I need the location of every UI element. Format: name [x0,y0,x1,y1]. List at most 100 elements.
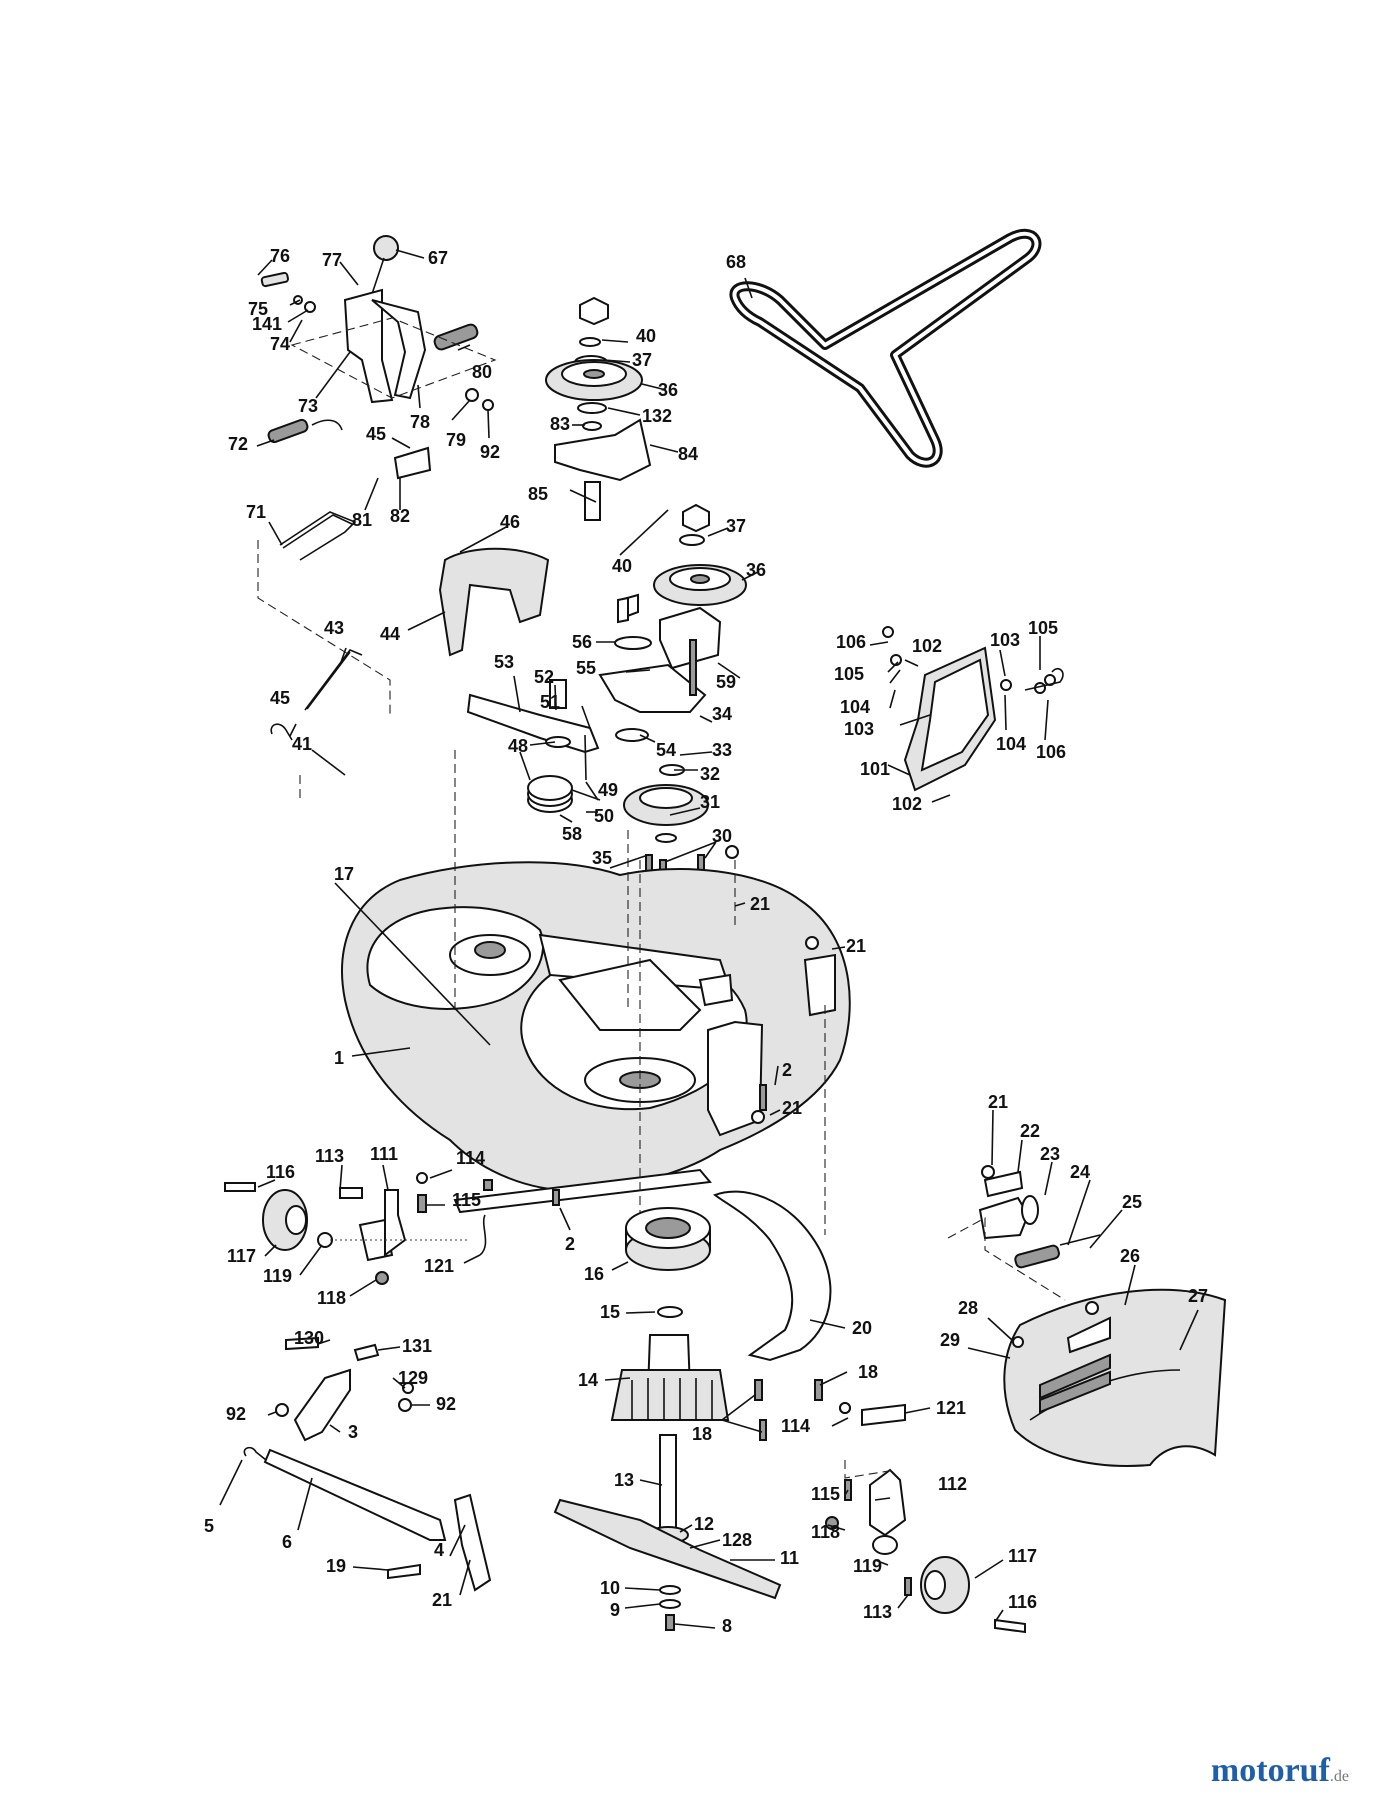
part-label: 68 [726,252,746,272]
part-label: 114 [456,1148,485,1168]
part-label: 119 [263,1266,292,1286]
part-label: 117 [1008,1546,1037,1566]
part-label: 101 [860,759,890,779]
part-label: 14 [578,1370,598,1390]
part-label: 114 [781,1416,810,1436]
parts-artwork [224,228,1227,1634]
part-label: 92 [480,442,500,462]
part-label: 54 [656,740,676,760]
part-label: 103 [990,630,1020,650]
part-label: 18 [858,1362,878,1382]
part-label: 15 [600,1302,620,1322]
part-label: 37 [632,350,652,370]
part-label: 105 [1028,618,1058,638]
part-label: 103 [844,719,874,739]
part-label: 80 [472,362,492,382]
watermark-logo: motoruf.de [1211,1752,1349,1790]
part-number-labels: 76 77 67 75 141 74 80 73 78 79 92 72 45 … [204,246,1208,1636]
part-label: 102 [892,794,922,814]
part-label: 111 [370,1144,398,1164]
part-label: 82 [390,506,410,526]
part-label: 104 [840,697,870,717]
part-label: 2 [782,1060,792,1080]
part-label: 45 [366,424,386,444]
part-label: 92 [226,1404,246,1424]
part-label: 28 [958,1298,978,1318]
part-label: 48 [508,736,528,756]
part-label: 50 [594,806,614,826]
part-label: 67 [428,248,448,268]
part-label: 20 [852,1318,872,1338]
part-label: 33 [712,740,732,760]
part-label: 22 [1020,1121,1040,1141]
part-label: 56 [572,632,592,652]
deflector-shield [882,626,1064,792]
part-label: 55 [576,658,596,678]
part-label: 12 [694,1514,714,1534]
part-label: 121 [936,1398,966,1418]
idler-pulley-stack-upper [545,296,652,521]
lever-knob [373,235,399,261]
lift-lever-assembly [260,235,497,411]
part-label: 8 [722,1616,732,1636]
part-label: 106 [1036,742,1066,762]
part-label: 45 [270,688,290,708]
idler-pulley-stack-lower [617,503,747,670]
part-label: 115 [452,1190,481,1210]
part-label: 130 [294,1328,324,1348]
part-label: 10 [600,1578,620,1598]
belt-guard [438,547,550,657]
part-label: 36 [658,380,678,400]
part-label: 71 [246,502,266,522]
part-label: 40 [636,326,656,346]
part-label: 40 [612,556,632,576]
part-label: 41 [292,734,312,754]
left-gauge-wheel [224,1172,487,1285]
right-gauge-wheel [825,1402,1026,1634]
part-label: 3 [348,1422,358,1442]
part-label: 72 [228,434,248,454]
part-label: 141 [252,314,282,334]
part-label: 113 [863,1602,892,1622]
part-label: 2 [565,1234,575,1254]
part-label: 36 [746,560,766,580]
part-label: 52 [534,667,554,687]
part-label: 116 [266,1162,295,1182]
part-label: 105 [834,664,864,684]
part-label: 1 [334,1048,344,1068]
part-label: 27 [1188,1286,1208,1306]
part-label: 21 [846,936,866,956]
part-label: 76 [270,246,290,266]
part-label: 113 [315,1146,344,1166]
part-label: 104 [996,734,1026,754]
part-label: 35 [592,848,612,868]
part-label: 53 [494,652,514,672]
part-label: 46 [500,512,520,532]
part-label: 21 [782,1098,802,1118]
part-label: 112 [938,1474,967,1494]
part-label: 116 [1008,1592,1037,1612]
part-label: 16 [584,1264,604,1284]
part-label: 5 [204,1516,214,1536]
part-label: 79 [446,430,466,450]
part-label: 128 [722,1530,752,1550]
part-label: 132 [642,406,672,426]
part-label: 121 [424,1256,454,1276]
part-label: 26 [1120,1246,1140,1266]
part-label: 85 [528,484,548,504]
part-label: 129 [398,1368,428,1388]
part-label: 77 [322,250,342,270]
part-label: 32 [700,764,720,784]
part-label: 78 [410,412,430,432]
part-label: 118 [317,1288,346,1308]
part-label: 21 [750,894,770,914]
part-label: 115 [811,1484,840,1504]
part-label: 117 [227,1246,256,1266]
part-label: 23 [1040,1144,1060,1164]
part-label: 74 [270,334,290,354]
part-label: 118 [811,1522,840,1542]
watermark-name: motoruf [1210,1752,1330,1789]
part-label: 25 [1122,1192,1142,1212]
part-label: 75 [248,299,268,319]
